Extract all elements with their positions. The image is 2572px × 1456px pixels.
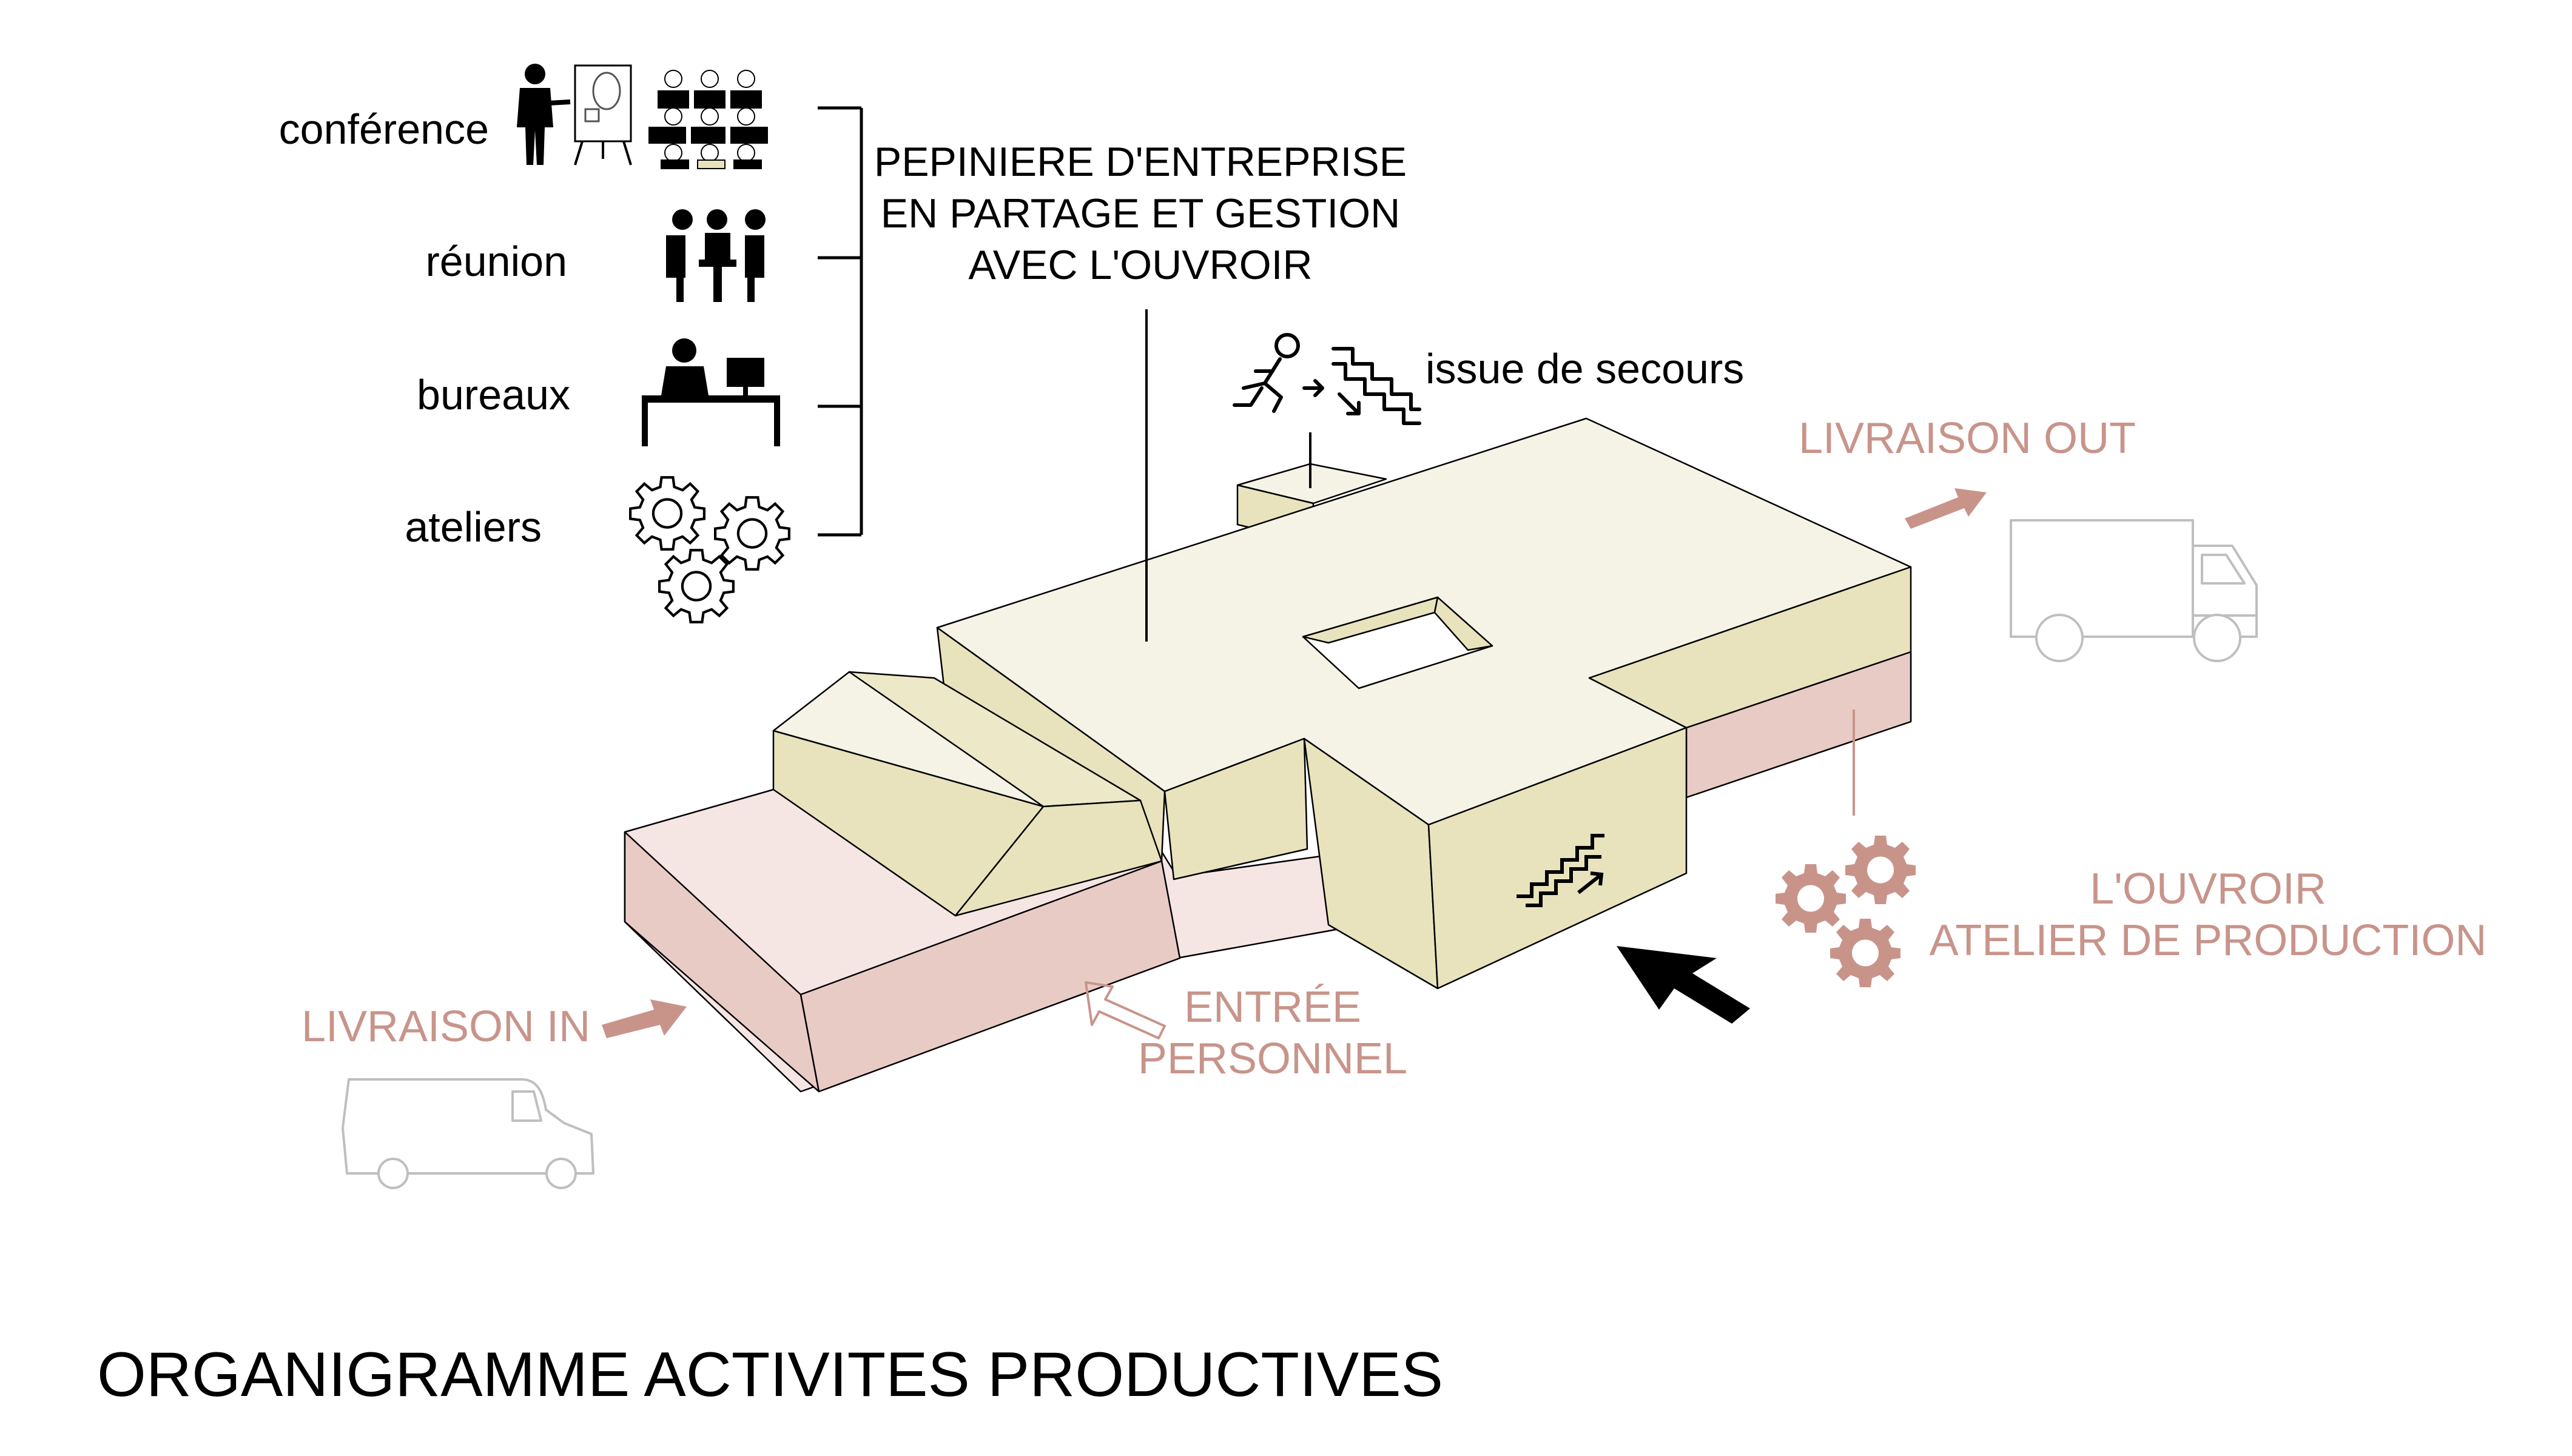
legend-label-offices: bureaux bbox=[417, 371, 570, 418]
staff-entrance-line-1: ENTRÉE bbox=[1184, 983, 1361, 1032]
staff-entrance-line-2: PERSONNEL bbox=[1138, 1035, 1407, 1083]
truck-icon bbox=[2010, 519, 2258, 662]
delivery-out-arrow-icon bbox=[1905, 488, 1987, 529]
delivery-in-arrow-icon bbox=[602, 999, 687, 1038]
gabled-wing bbox=[772, 671, 1163, 917]
legend-label-conference: conférence bbox=[279, 106, 489, 153]
delivery-in: LIVRAISON IN bbox=[301, 999, 687, 1189]
legend-bracket bbox=[818, 106, 863, 537]
conference-icon bbox=[517, 64, 768, 169]
delivery-out: LIVRAISON OUT bbox=[1799, 414, 2258, 662]
emergency-exit-icon bbox=[1233, 333, 1421, 425]
upper-block-line-3: AVEC L'OUVROIR bbox=[968, 242, 1312, 288]
office-desk-icon bbox=[642, 338, 780, 446]
black-arrow-icon bbox=[1617, 946, 1750, 1024]
legend-label-workshops: ateliers bbox=[405, 503, 542, 551]
delivery-out-label: LIVRAISON OUT bbox=[1799, 414, 2136, 463]
workshop-gears-icon bbox=[1776, 836, 1916, 987]
upper-block-label: PEPINIERE D'ENTREPRISE EN PARTAGE ET GES… bbox=[874, 139, 1407, 642]
meeting-icon bbox=[666, 209, 766, 302]
diagram-title: ORGANIGRAMME ACTIVITES PRODUCTIVES bbox=[97, 1340, 1443, 1410]
building-model bbox=[624, 417, 1912, 1093]
gears-icon bbox=[630, 477, 789, 622]
stairs-icon bbox=[1517, 834, 1604, 907]
upper-block-line-2: EN PARTAGE ET GESTION bbox=[881, 190, 1400, 237]
workshop-line-2: ATELIER DE PRODUCTION bbox=[1930, 916, 2487, 965]
upper-level bbox=[936, 417, 1912, 990]
staff-entrance: ENTRÉE PERSONNEL bbox=[1085, 981, 1407, 1083]
legend-label-meeting: réunion bbox=[425, 238, 567, 285]
van-icon bbox=[342, 1078, 594, 1189]
emergency-exit-label: issue de secours bbox=[1426, 345, 1744, 392]
lower-level bbox=[624, 651, 1912, 1093]
legend: conférence réunion bureaux ateliers bbox=[279, 64, 863, 622]
workshop: L'OUVROIR ATELIER DE PRODUCTION bbox=[1776, 710, 2486, 987]
emergency-exit: issue de secours bbox=[1233, 333, 1744, 488]
outline-arrow-icon bbox=[1085, 981, 1166, 1039]
upper-block-line-1: PEPINIERE D'ENTREPRISE bbox=[874, 139, 1407, 185]
delivery-in-label: LIVRAISON IN bbox=[301, 1002, 590, 1051]
workshop-line-1: L'OUVROIR bbox=[2090, 865, 2326, 913]
